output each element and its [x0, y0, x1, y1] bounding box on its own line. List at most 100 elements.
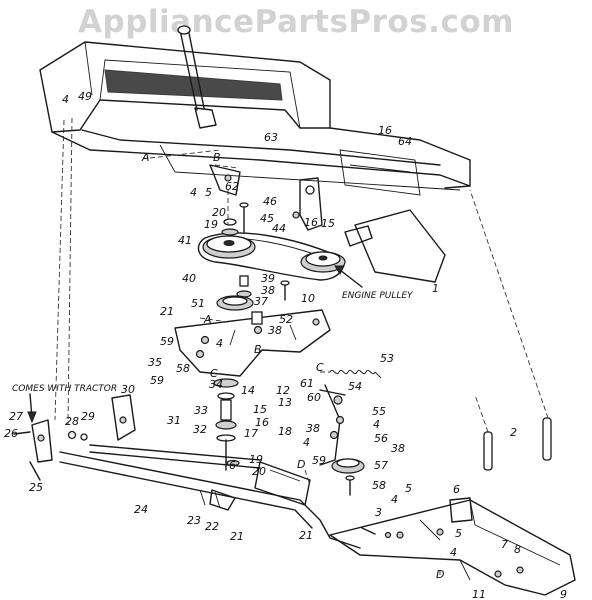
callout-8: 8	[514, 543, 521, 556]
callout-15: 15	[253, 403, 267, 416]
callout-55: 55	[372, 405, 386, 418]
callout-12: 12	[276, 384, 290, 397]
callout-39: 39	[261, 272, 275, 285]
callout-16: 16	[378, 124, 392, 137]
callout-23: 23	[187, 514, 201, 527]
spring-53	[329, 369, 382, 379]
callout-4: 4	[190, 186, 197, 199]
tractor-side-bracket	[13, 393, 88, 481]
callout-53: 53	[380, 352, 394, 365]
callout-63: 63	[264, 131, 278, 144]
callout-33: 33	[194, 404, 208, 417]
callout-54: 54	[348, 380, 362, 393]
callout-C: C	[316, 361, 324, 374]
callout-21: 21	[160, 305, 174, 318]
callout-21: 21	[299, 529, 313, 542]
callout-29: 29	[81, 410, 95, 423]
callout-4: 4	[450, 546, 457, 559]
callout-56: 56	[374, 432, 388, 445]
callout-44: 44	[272, 222, 286, 235]
callout-51: 51	[191, 297, 205, 310]
callout-6: 6	[229, 459, 236, 472]
callout-4: 4	[62, 93, 69, 106]
callout-5: 5	[405, 482, 412, 495]
belt-guard	[344, 209, 446, 283]
callout-60: 60	[307, 391, 321, 404]
connector-lines	[54, 117, 441, 578]
callout-59: 59	[150, 374, 164, 387]
callout-18: 18	[278, 425, 292, 438]
callout-38: 38	[306, 422, 320, 435]
callout-3: 3	[375, 506, 382, 519]
callout-D: D	[297, 458, 305, 471]
callout-35: 35	[148, 356, 162, 369]
callout-38: 38	[268, 324, 282, 337]
callout-16: 16	[304, 216, 318, 229]
callout-15: 15	[321, 217, 335, 230]
callout-4: 4	[373, 418, 380, 431]
callout-20: 20	[252, 465, 266, 478]
callout-A: A	[141, 151, 150, 164]
callout-40: 40	[182, 272, 196, 285]
callout-4: 4	[303, 436, 310, 449]
callout-25: 25	[29, 481, 43, 494]
engine-pulley-pointer	[334, 265, 363, 288]
callout-59: 59	[312, 454, 326, 467]
callout-14: 14	[241, 384, 255, 397]
callout-6: 6	[453, 483, 460, 496]
callout-32: 32	[193, 423, 207, 436]
callout-16: 16	[255, 416, 269, 429]
callout-11: 11	[472, 588, 486, 600]
callout-41: 41	[178, 234, 192, 247]
callout-7: 7	[501, 538, 508, 551]
callout-27: 27	[9, 410, 23, 423]
callout-38: 38	[261, 284, 275, 297]
callout-30: 30	[121, 383, 135, 396]
lift-bracket	[89, 394, 261, 469]
callout-37: 37	[254, 295, 268, 308]
callout-34: 34	[209, 378, 223, 391]
callout-B: B	[213, 151, 221, 164]
callout-61: 61	[300, 377, 314, 390]
callout-A: A	[203, 313, 212, 326]
callout-58: 58	[372, 479, 386, 492]
callout-1: 1	[432, 282, 439, 295]
callout-5: 5	[205, 186, 212, 199]
center-shaft-stack	[213, 378, 240, 471]
callout-21: 21	[230, 530, 244, 543]
callout-19: 19	[249, 453, 263, 466]
callout-19: 19	[204, 218, 218, 231]
callout-4: 4	[216, 337, 223, 350]
springs-2	[469, 189, 552, 471]
callout-C: C	[210, 367, 218, 380]
callout-10: 10	[301, 292, 315, 305]
callout-57: 57	[374, 459, 388, 472]
rear-bracket	[254, 461, 311, 506]
callout-64: 64	[398, 135, 412, 148]
callout-B: B	[254, 343, 262, 356]
engine-pulley-label: ENGINE PULLEY	[342, 291, 414, 301]
callout-45: 45	[260, 212, 274, 225]
tractor-frame	[39, 25, 471, 196]
callout-31: 31	[167, 414, 181, 427]
callout-28: 28	[65, 415, 79, 428]
callout-5: 5	[455, 527, 462, 540]
pulley-assembly	[197, 202, 346, 311]
callout-26: 26	[4, 427, 18, 440]
callout-58: 58	[176, 362, 190, 375]
callout-4: 4	[391, 493, 398, 506]
callout-17: 17	[244, 427, 258, 440]
callout-9: 9	[560, 588, 567, 600]
callout-13: 13	[278, 396, 292, 409]
mounting-plate	[174, 309, 331, 377]
callout-2: 2	[510, 426, 517, 439]
callout-24: 24	[134, 503, 148, 516]
comes-with-tractor-label: COMES WITH TRACTOR	[12, 384, 117, 394]
callout-52: 52	[279, 313, 293, 326]
callout-38: 38	[391, 442, 405, 455]
callout-46: 46	[263, 195, 277, 208]
deck-hanger	[329, 497, 576, 596]
callout-62: 62	[225, 180, 239, 193]
callout-49: 49	[78, 90, 92, 103]
